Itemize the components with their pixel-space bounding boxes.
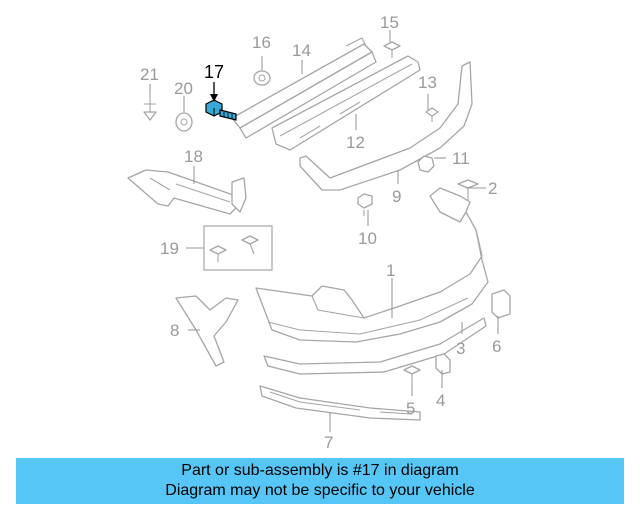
banner-line-2: Diagram may not be specific to your vehi… xyxy=(165,482,475,499)
callout-14: 14 xyxy=(292,41,311,60)
callout-6: 6 xyxy=(492,337,501,356)
callout-21: 21 xyxy=(140,65,159,84)
callout-15: 15 xyxy=(380,13,399,32)
callout-20: 20 xyxy=(174,79,193,98)
fasteners xyxy=(143,41,511,384)
part-3-lower-strip xyxy=(263,317,487,375)
callout-2: 2 xyxy=(488,179,497,198)
part-1-bumper-cover xyxy=(255,187,489,343)
callout-8: 8 xyxy=(170,321,179,340)
banner-line-1: Part or sub-assembly is #17 in diagram xyxy=(181,462,459,479)
callout-12: 12 xyxy=(346,133,365,152)
part-18-bracket xyxy=(127,169,247,215)
callout-16: 16 xyxy=(252,33,271,52)
callout-10: 10 xyxy=(358,229,377,248)
callout-7: 7 xyxy=(324,433,333,452)
callout-11: 11 xyxy=(452,149,470,168)
callout-18: 18 xyxy=(184,147,203,166)
leader-lines xyxy=(149,30,499,432)
callout-5: 5 xyxy=(406,399,415,418)
callout-17: 17 xyxy=(204,62,224,82)
callout-4: 4 xyxy=(436,391,445,410)
part-8-side-extension xyxy=(175,295,239,367)
part-9-frame xyxy=(299,61,473,191)
part-19-fastener-box xyxy=(203,225,273,271)
callout-9: 9 xyxy=(392,187,401,206)
part-12-absorber xyxy=(271,55,421,151)
callout-13: 13 xyxy=(418,73,437,92)
callout-19: 19 xyxy=(160,239,179,258)
part-17-bolt xyxy=(205,99,237,121)
callout-3: 3 xyxy=(456,339,465,358)
part-7-lower-trim xyxy=(259,385,421,421)
callout-1: 1 xyxy=(386,261,395,280)
callout-labels: 1 2 3 4 5 6 7 8 9 10 11 12 13 14 15 16 1… xyxy=(140,13,501,452)
info-banner: Part or sub-assembly is #17 in diagram D… xyxy=(16,458,624,504)
